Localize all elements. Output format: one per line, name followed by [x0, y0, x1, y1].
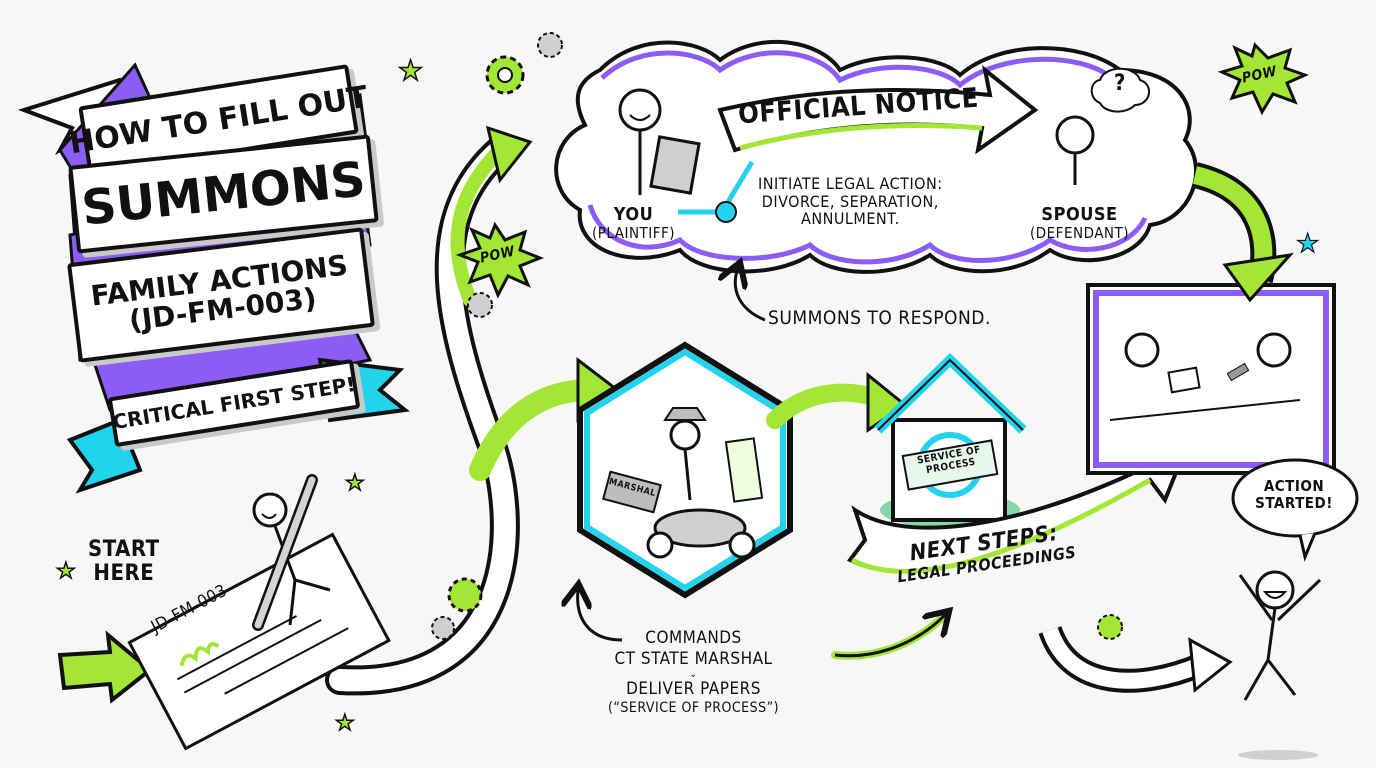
chevron-down-icon: ⌄: [689, 668, 698, 680]
official-notice-arrow: [717, 65, 1039, 155]
pow-burst-right: [1217, 42, 1310, 116]
summons-pointer: [735, 268, 766, 322]
caption-marshal: CT State Marshal: [614, 649, 773, 670]
house: [874, 353, 1027, 528]
courtroom-panel: [1086, 283, 1336, 475]
marshal-caption: Commands CT State Marshal ⌄ Deliver pape…: [608, 628, 779, 717]
svg-text:★: ★: [345, 471, 365, 496]
svg-text:★: ★: [335, 711, 355, 736]
caption-service: (“Service of Process”): [608, 699, 780, 716]
bidirectional-arrow-line: [834, 615, 945, 658]
spouse-text: Spouse: [1041, 204, 1118, 225]
legal-action-text: Initiate legal action: Divorce, Separati…: [758, 175, 943, 228]
action-started-text: Action started!: [1255, 477, 1333, 512]
summons-note-text: Summons to respond.: [768, 307, 991, 329]
summons-to-respond: Summons to respond.: [768, 308, 991, 329]
caption-commands: Commands: [645, 628, 742, 648]
action-started-bubble: Action started!: [1248, 478, 1340, 511]
action-line-2: Divorce, Separation,: [761, 191, 939, 211]
start-here-label: Start Here: [88, 537, 160, 587]
start-text: Start: [88, 537, 160, 562]
thought-question-mark: ?: [1114, 71, 1126, 96]
svg-text:★: ★: [56, 559, 76, 584]
svg-text:★: ★: [398, 54, 423, 87]
defendant-label: Spouse (Defendant): [1030, 205, 1129, 241]
defendant-figure: [1055, 67, 1150, 185]
plaintiff-figure: [618, 88, 701, 195]
caption-deliver: Deliver papers: [626, 678, 761, 699]
celebrating-figure: [1038, 458, 1359, 760]
gear-icon: [431, 32, 1123, 640]
pow-burst-left: [455, 221, 545, 299]
action-line-3: Annulment.: [800, 209, 900, 229]
plaintiff-role-text: (Plaintiff): [592, 223, 676, 242]
question-icon: ?: [1114, 71, 1126, 96]
start-arrow: [57, 630, 154, 704]
connector-plaintiff: [678, 160, 755, 223]
action-line-1: Initiate legal action:: [758, 174, 943, 193]
plaintiff-label: You (Plaintiff): [592, 205, 675, 241]
here-text: Here: [93, 561, 155, 587]
flow-arrow-to-court: [1191, 162, 1294, 303]
defendant-role-text: (Defendant): [1030, 223, 1130, 242]
svg-text:★: ★: [1296, 229, 1319, 259]
figure-writing: [252, 474, 331, 631]
star-icons: ★ ★ ★ ★ ★: [55, 53, 1320, 737]
marshal-hexagon: [577, 341, 793, 599]
marshal-caption-pointer: [578, 590, 623, 642]
next-steps-arrow: [846, 442, 1188, 574]
you-text: You: [613, 204, 654, 225]
title-line-2-text: Summons: [79, 151, 368, 237]
